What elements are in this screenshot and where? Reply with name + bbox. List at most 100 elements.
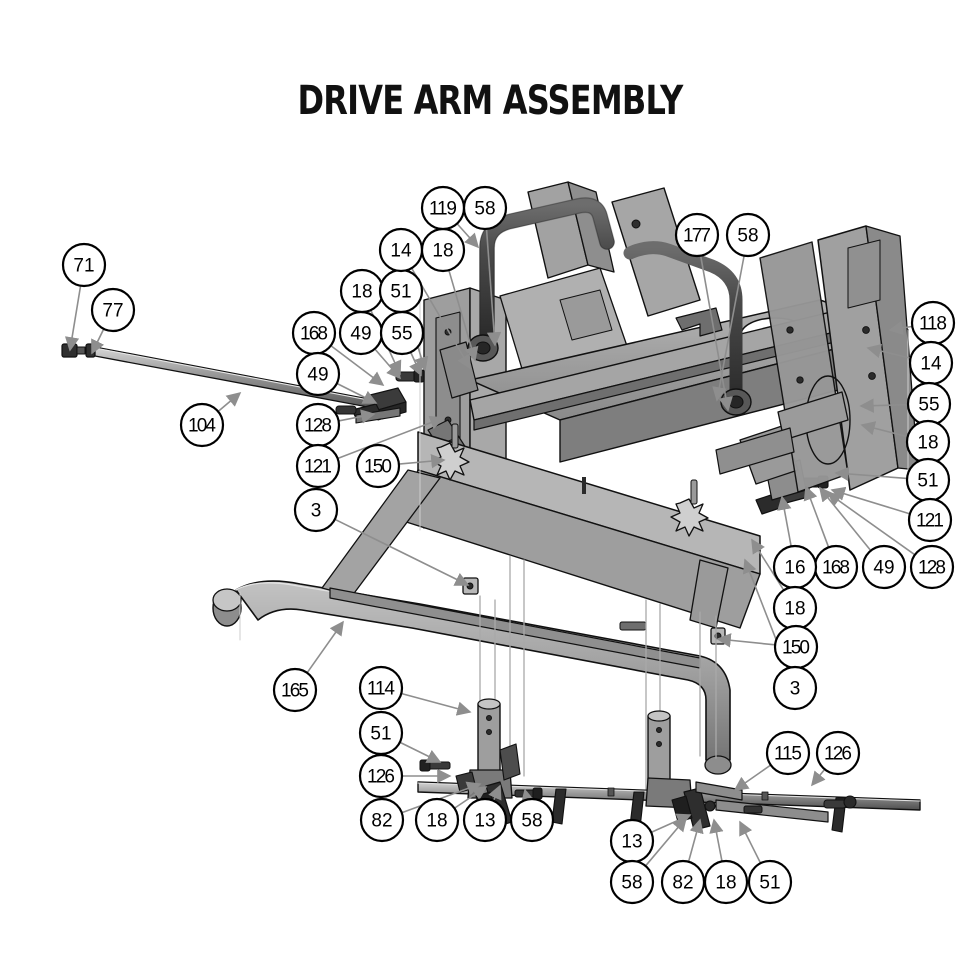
callout-circle xyxy=(907,497,953,543)
callout-number: 51 xyxy=(917,471,938,492)
callout-bubble-51[interactable]: 51 xyxy=(747,859,793,905)
leader-line xyxy=(448,269,479,362)
leader-line xyxy=(217,391,242,413)
leader-line xyxy=(306,620,344,674)
callout-circle xyxy=(293,487,339,533)
callout-number: 119 xyxy=(429,199,457,220)
leader-line xyxy=(709,818,724,862)
callout-number: 77 xyxy=(102,301,123,322)
callout-bubble-16[interactable]: 16 xyxy=(772,544,818,590)
callout-number: 58 xyxy=(474,199,495,220)
callout-bubble-150[interactable]: 150 xyxy=(355,443,401,489)
callout-bubble-82[interactable]: 82 xyxy=(359,797,405,843)
callout-number: 55 xyxy=(391,324,412,345)
leader-line xyxy=(520,788,535,805)
callout-bubble-165[interactable]: 165 xyxy=(272,667,318,713)
callout-bubble-58[interactable]: 58 xyxy=(725,212,771,258)
callout-bubble-49[interactable]: 49 xyxy=(295,351,341,397)
callout-bubble-128[interactable]: 128 xyxy=(295,402,341,448)
callout-bubble-126[interactable]: 126 xyxy=(358,753,404,799)
callout-circle xyxy=(272,667,318,713)
callout-circle xyxy=(747,859,793,905)
leader-line xyxy=(888,320,913,336)
callout-bubble-55[interactable]: 55 xyxy=(379,310,425,356)
leader-line xyxy=(860,421,908,438)
callout-number: 82 xyxy=(371,811,392,832)
callout-number: 18 xyxy=(715,873,736,894)
callout-number: 49 xyxy=(307,365,328,386)
callout-bubble-121[interactable]: 121 xyxy=(907,497,953,543)
callout-bubble-58[interactable]: 58 xyxy=(609,859,655,905)
callout-number: 82 xyxy=(672,873,693,894)
callout-number: 18 xyxy=(426,811,447,832)
callout-bubble-49[interactable]: 49 xyxy=(338,310,384,356)
callout-number: 165 xyxy=(281,681,309,702)
callout-bubble-71[interactable]: 71 xyxy=(61,242,107,288)
leader-line xyxy=(777,495,792,547)
callout-number: 51 xyxy=(370,724,391,745)
callout-bubble-18[interactable]: 18 xyxy=(905,419,951,465)
callout-number: 13 xyxy=(474,811,495,832)
callout-bubble-51[interactable]: 51 xyxy=(378,268,424,314)
callout-bubble-18[interactable]: 18 xyxy=(703,859,749,905)
callout-bubble-168[interactable]: 168 xyxy=(813,544,859,590)
callout-circle xyxy=(509,797,555,843)
callout-bubble-14[interactable]: 14 xyxy=(908,340,954,386)
callout-number: 121 xyxy=(916,511,944,532)
leader-line xyxy=(830,486,911,515)
callout-bubble-58[interactable]: 58 xyxy=(462,185,508,231)
leader-line xyxy=(337,415,445,460)
callout-bubble-82[interactable]: 82 xyxy=(660,859,706,905)
callout-number: 18 xyxy=(432,241,453,262)
callout-bubble-18[interactable]: 18 xyxy=(414,797,460,843)
callout-number: 18 xyxy=(917,433,938,454)
callout-circle xyxy=(295,351,341,397)
callout-bubble-51[interactable]: 51 xyxy=(358,710,404,756)
callout-number: 168 xyxy=(822,558,850,579)
callout-bubble-119[interactable]: 119 xyxy=(420,185,466,231)
callout-circle xyxy=(609,859,655,905)
callout-circle xyxy=(462,185,508,231)
callout-bubble-118[interactable]: 118 xyxy=(910,300,956,346)
callout-bubble-115[interactable]: 115 xyxy=(765,730,811,776)
callout-bubble-104[interactable]: 104 xyxy=(179,402,225,448)
leader-line xyxy=(866,343,911,359)
callout-number: 14 xyxy=(920,354,942,375)
callout-bubble-77[interactable]: 77 xyxy=(90,287,136,333)
callout-bubble-49[interactable]: 49 xyxy=(861,544,907,590)
callout-bubble-18[interactable]: 18 xyxy=(339,268,385,314)
callout-bubble-168[interactable]: 168 xyxy=(291,310,337,356)
leader-line xyxy=(336,382,378,404)
callout-circle xyxy=(414,797,460,843)
callout-bubble-58[interactable]: 58 xyxy=(509,797,555,843)
callout-bubble-13[interactable]: 13 xyxy=(462,797,508,843)
callout-bubble-14[interactable]: 14 xyxy=(378,227,424,273)
leader-line xyxy=(712,255,745,402)
leader-line xyxy=(699,255,733,412)
right-frame-plates xyxy=(759,225,919,493)
callout-bubble-18[interactable]: 18 xyxy=(772,585,818,631)
callout-bubble-121[interactable]: 121 xyxy=(295,443,341,489)
callout-bubble-126[interactable]: 126 xyxy=(815,730,861,776)
callout-bubble-177[interactable]: 177 xyxy=(674,212,720,258)
callout-number: 168 xyxy=(300,324,328,345)
callout-number: 51 xyxy=(759,873,780,894)
leader-line xyxy=(401,692,472,716)
leader-line xyxy=(456,223,480,249)
callout-bubble-18[interactable]: 18 xyxy=(420,227,466,273)
callout-bubble-3[interactable]: 3 xyxy=(293,487,339,533)
callout-bubble-55[interactable]: 55 xyxy=(906,381,952,427)
callout-bubble-128[interactable]: 128 xyxy=(909,544,955,590)
callout-bubble-150[interactable]: 150 xyxy=(773,624,819,670)
callout-bubble-13[interactable]: 13 xyxy=(609,818,655,864)
callout-number: 126 xyxy=(367,767,395,788)
callout-number: 104 xyxy=(188,416,216,437)
callout-bubble-3[interactable]: 3 xyxy=(772,665,818,711)
callout-bubble-114[interactable]: 114 xyxy=(358,665,404,711)
callout-number: 115 xyxy=(774,744,802,765)
callout-bubble-51[interactable]: 51 xyxy=(905,457,951,503)
callout-circle xyxy=(90,287,136,333)
callout-circle xyxy=(358,665,404,711)
